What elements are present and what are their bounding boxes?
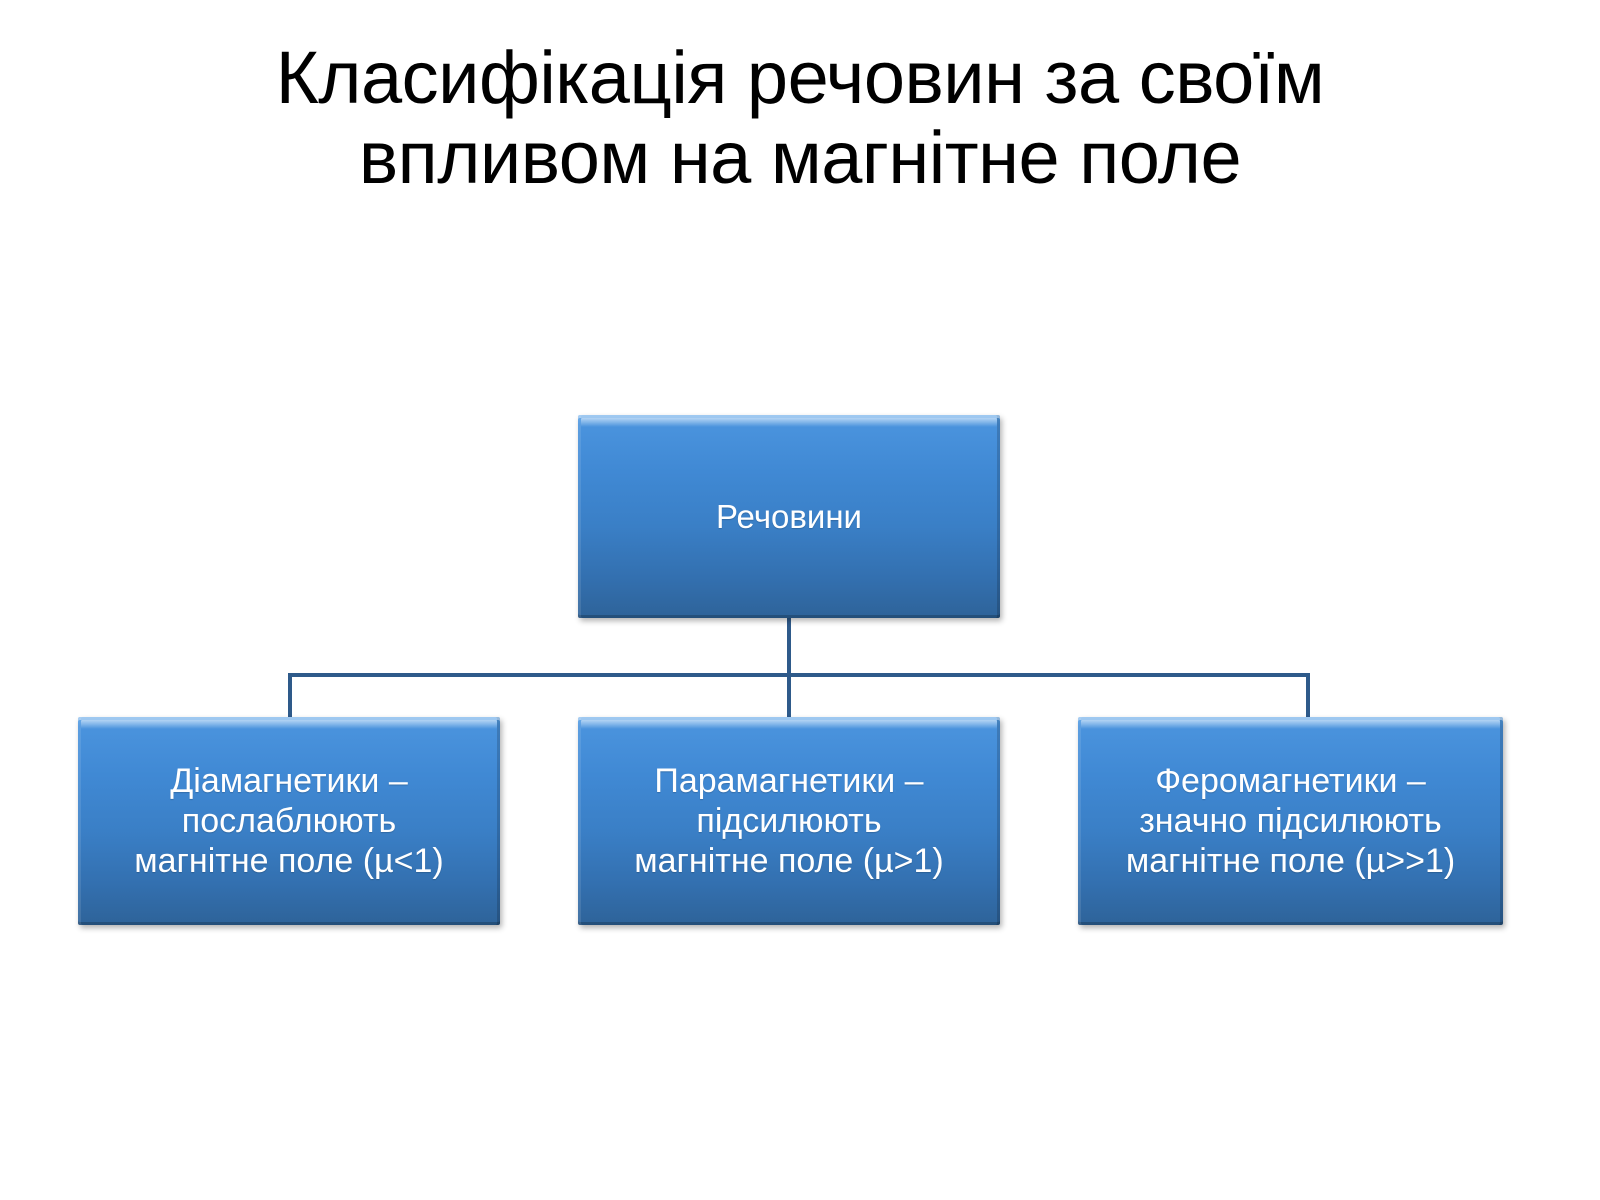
diagram-node-ferromagnetics[interactable]: Феромагнетики – значно підсилюють магніт… — [1078, 717, 1503, 925]
diagram-node-ferromagnetics-label: Феромагнетики – значно підсилюють магніт… — [1125, 761, 1456, 881]
diagram-node-root[interactable]: Речовини — [578, 415, 1000, 618]
diagram-node-paramagnetics-label: Парамагнетики – підсилюють магнітне поле… — [634, 761, 944, 881]
diagram-node-root-label: Речовини — [716, 497, 862, 535]
page-title: Класифікація речовин за своїм впливом на… — [275, 36, 1325, 199]
diagram-node-diamagnetics[interactable]: Діамагнетики – послаблюють магнітне поле… — [78, 717, 500, 925]
diagram-node-paramagnetics[interactable]: Парамагнетики – підсилюють магнітне поле… — [578, 717, 1000, 925]
diagram-node-diamagnetics-label: Діамагнетики – послаблюють магнітне поле… — [134, 761, 444, 881]
